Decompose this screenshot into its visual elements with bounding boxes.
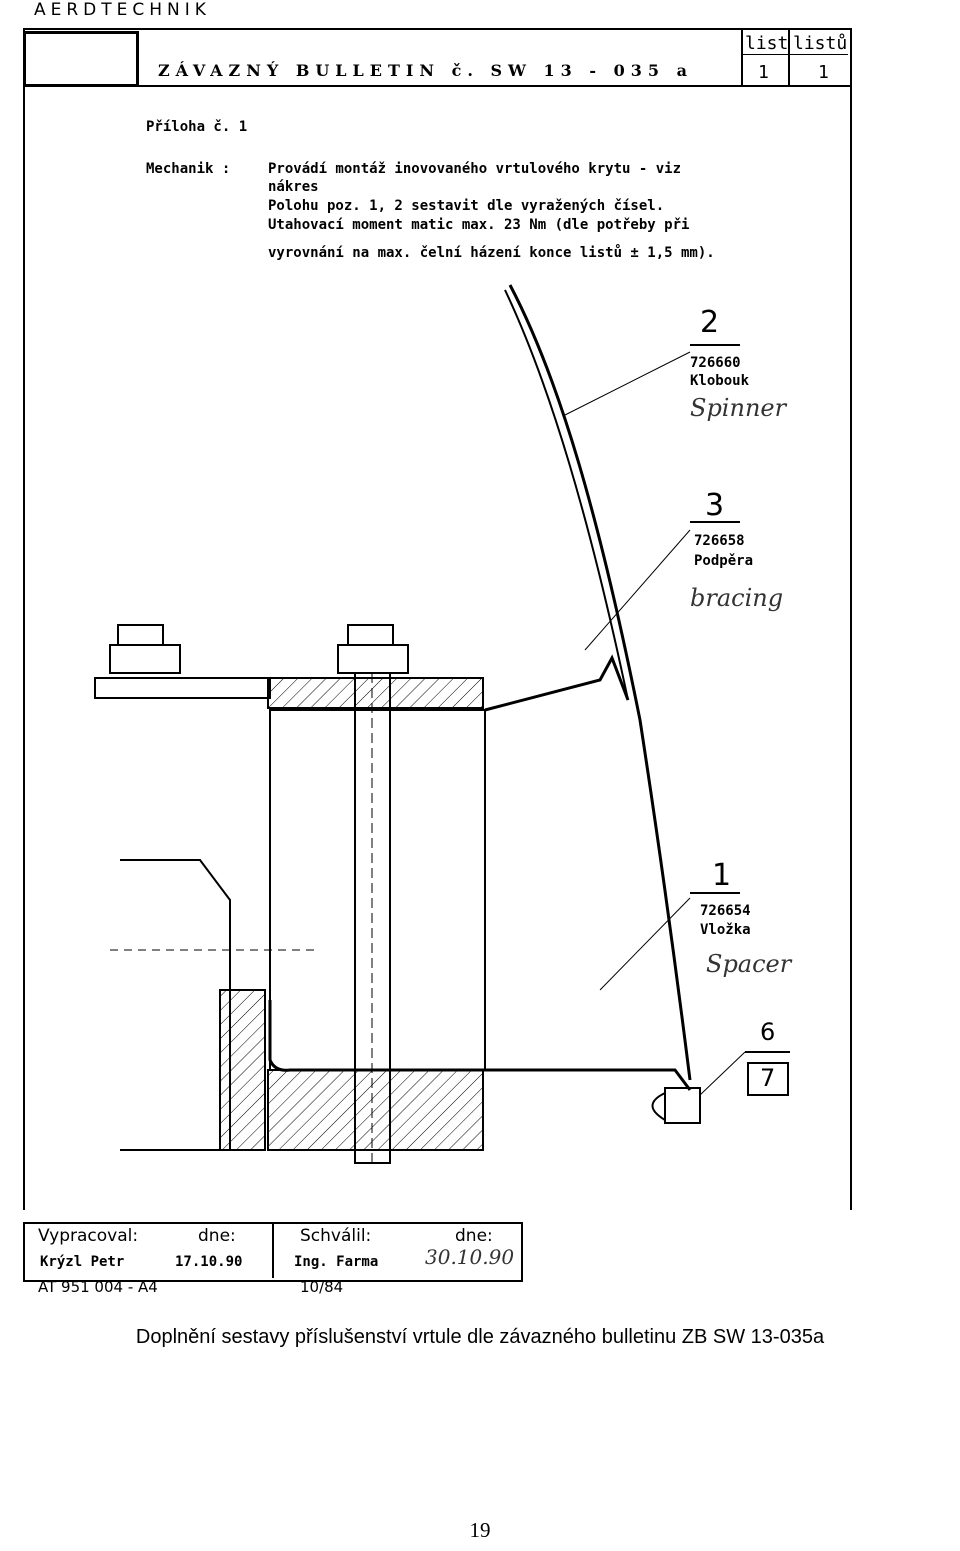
approved-date-label: dne:	[455, 1226, 493, 1246]
form-code: AT 951 004 - A4	[38, 1278, 158, 1296]
part-number: 7	[760, 1064, 776, 1092]
center-nut	[337, 644, 409, 674]
part-name: Klobouk	[690, 373, 750, 389]
list-value: 1	[758, 62, 769, 83]
part-code: 726654	[700, 903, 751, 919]
page-number: 19	[469, 1518, 491, 1542]
prepared-date-label: dne:	[198, 1226, 236, 1246]
bulletin-title: ZÁVAZNÝ BULLETIN č. SW 13 - 035 a	[158, 61, 693, 80]
prepared-name: Krýzl Petr	[40, 1254, 125, 1270]
header-divider	[23, 85, 850, 87]
bracing-part	[484, 654, 630, 712]
leader-line-6	[699, 1051, 746, 1096]
part-name: Vložka	[700, 922, 751, 938]
annex-label: Příloha č. 1	[146, 119, 248, 135]
approved-label: Schválil:	[300, 1226, 372, 1246]
handwritten-translation: Spinner	[690, 394, 787, 422]
side-nut	[664, 1087, 701, 1124]
part-number: 2	[700, 305, 720, 340]
form-revision: 10/84	[300, 1278, 344, 1296]
figure-caption: Doplnění sestavy příslušenství vrtule dl…	[135, 1326, 825, 1348]
approved-name: Ing. Farma	[294, 1254, 379, 1270]
listu-value: 1	[818, 62, 829, 83]
list-row-divider	[741, 54, 848, 55]
handwritten-translation: Spacer	[706, 950, 792, 978]
mechanic-line: Provádí montáž inovovaného vrtulového kr…	[268, 161, 682, 177]
part-name: Podpěra	[694, 553, 754, 569]
lower-flange	[268, 1000, 692, 1091]
hub-plate	[94, 677, 271, 699]
company-name: AERDTECHNIK	[34, 0, 211, 20]
left-nut-cap	[117, 624, 164, 646]
leader-line-2	[564, 351, 691, 416]
part-number: 6	[760, 1018, 776, 1046]
spacer-body	[269, 709, 486, 1071]
part-7-box	[747, 1062, 789, 1096]
listu-label: listů	[793, 33, 848, 54]
mechanic-line: Utahovací moment matic max. 23 Nm (dle p…	[268, 217, 690, 233]
lower-plate	[267, 1069, 484, 1151]
part-code: 726660	[690, 355, 741, 371]
approved-date: 30.10.90	[425, 1245, 515, 1269]
part-code: 726658	[694, 533, 745, 549]
prepared-label: Vypracoval:	[38, 1226, 139, 1246]
spinner-inner-line	[504, 289, 629, 701]
approval-divider	[272, 1222, 274, 1278]
mechanic-line: nákres	[268, 179, 319, 195]
mechanic-line: Polohu poz. 1, 2 sestavit dle vyražených…	[268, 198, 665, 214]
leader-line-1	[599, 897, 691, 991]
center-nut-cap	[347, 624, 394, 646]
mechanic-line: vyrovnání na max. čelní házení konce lis…	[268, 245, 715, 261]
drawing-sheet-frame	[23, 28, 852, 1210]
leader-line-3	[584, 529, 691, 651]
handwritten-translation: bracing	[690, 584, 784, 612]
mechanic-label: Mechanik :	[146, 161, 231, 177]
part-number: 1	[712, 858, 732, 893]
hub-body	[120, 859, 231, 1151]
top-plate	[267, 677, 484, 709]
hub-wall	[219, 989, 266, 1151]
list-divider-1	[741, 28, 743, 86]
spinner-outline	[508, 284, 692, 1081]
prepared-date: 17.10.90	[175, 1254, 243, 1270]
side-nut-cap	[651, 1092, 666, 1121]
left-nut	[109, 644, 181, 674]
part-number: 3	[705, 488, 725, 523]
list-label: list	[745, 33, 789, 54]
list-divider-2	[788, 28, 790, 86]
